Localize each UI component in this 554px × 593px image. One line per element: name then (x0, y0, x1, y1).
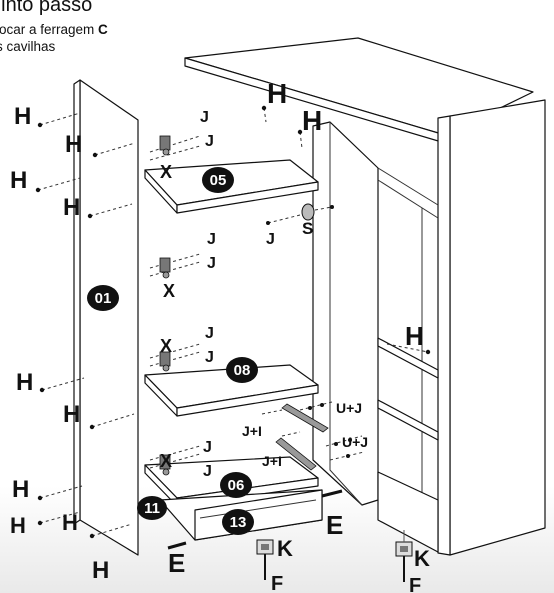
label-J: J (200, 109, 209, 126)
dowel-screws-top (261, 105, 303, 149)
label-J: J (207, 231, 216, 248)
badge-part-01: 01 (87, 285, 119, 311)
label-E: E (168, 548, 185, 578)
badge-part-06: 06 (220, 472, 252, 498)
center-divider-panel (312, 121, 379, 506)
badge-part-11: 11 (137, 496, 167, 520)
label-H: H (10, 167, 27, 194)
label-X: X (160, 162, 172, 182)
label-E: E (326, 510, 343, 540)
label-X: X (160, 336, 172, 356)
label-H: H (302, 105, 322, 136)
label-J-plus-I: J+I (242, 423, 262, 439)
label-J: J (205, 349, 214, 366)
part-number-06: 06 (228, 477, 245, 494)
drawer-slide-lower (275, 431, 365, 471)
label-K: K (277, 536, 293, 561)
left-side-panel (73, 79, 139, 556)
leveling-foot-right (395, 530, 413, 582)
connector-group-3 (149, 343, 201, 372)
handle-parts (167, 489, 343, 550)
label-J: J (205, 325, 214, 342)
cam-lock-fitting (266, 203, 334, 225)
label-S: S (302, 219, 313, 238)
instruction-text: locar a ferragem (0, 22, 99, 37)
label-H: H (62, 510, 78, 535)
label-H: H (63, 194, 80, 221)
part-number-01: 01 (95, 290, 112, 307)
step-instruction-line2: s cavilhas (0, 39, 56, 54)
label-H: H (63, 401, 80, 428)
hardware-labels: H H H H H H H H H H H H H J J J J J J J … (10, 78, 430, 593)
shelf-08 (144, 364, 319, 417)
label-U-plus-J: U+J (336, 400, 362, 416)
label-H: H (16, 369, 33, 396)
label-K: K (414, 546, 430, 571)
part-number-05: 05 (210, 172, 227, 189)
label-U-plus-J: U+J (342, 434, 368, 450)
part-number-11: 11 (144, 500, 160, 517)
step-instruction-line1: locar a ferragem C (0, 22, 108, 37)
badge-part-05: 05 (202, 167, 234, 193)
label-X: X (163, 281, 175, 301)
part-number-13: 13 (230, 514, 247, 531)
badge-part-13: 13 (222, 509, 254, 535)
label-J: J (203, 439, 212, 456)
label-F: F (271, 573, 283, 593)
label-J: J (266, 231, 275, 248)
connector-group-4 (149, 445, 201, 476)
label-H: H (405, 321, 424, 351)
badge-part-08: 08 (226, 357, 258, 383)
step-title: uinto passo (0, 0, 93, 16)
label-J: J (205, 133, 214, 150)
leveling-foot-left (256, 539, 274, 580)
label-H: H (12, 476, 29, 503)
right-side-panel (377, 99, 546, 556)
label-H: H (267, 78, 287, 109)
part-number-08: 08 (234, 362, 251, 379)
dowel-screw-right (386, 343, 431, 355)
hardware-code-highlight: C (98, 22, 108, 37)
label-H: H (65, 131, 82, 158)
label-X: X (160, 451, 172, 471)
label-J: J (203, 463, 212, 480)
label-H: H (14, 103, 31, 130)
drawer-slide-upper (261, 401, 333, 433)
dowel-screws-left (35, 112, 136, 539)
label-J-plus-I: J+I (262, 453, 282, 469)
label-H: H (92, 557, 109, 584)
label-F: F (409, 575, 421, 593)
label-J: J (207, 255, 216, 272)
label-H: H (10, 513, 26, 538)
connector-group-1 (149, 135, 201, 161)
connector-group-2 (149, 253, 201, 279)
